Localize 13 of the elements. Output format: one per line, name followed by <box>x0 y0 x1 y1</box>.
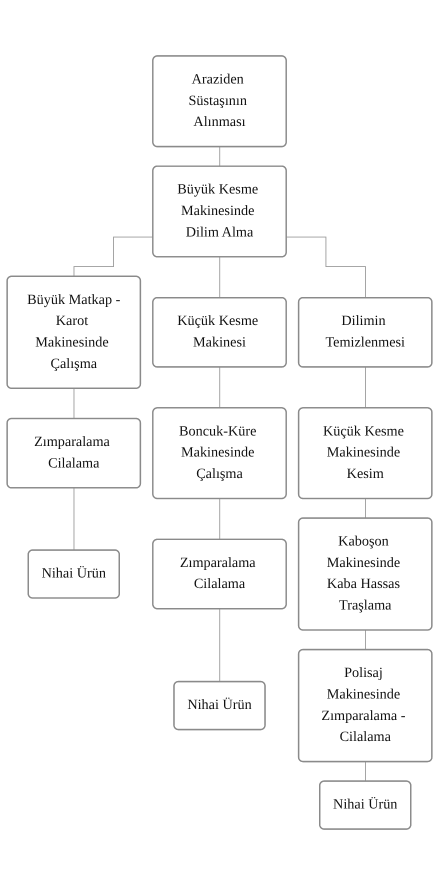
connector <box>219 608 220 682</box>
connector <box>365 762 366 782</box>
connector <box>74 388 75 420</box>
connector <box>219 498 220 540</box>
connector <box>365 366 366 409</box>
connector <box>365 498 366 519</box>
connector <box>219 366 220 409</box>
connector <box>74 488 75 551</box>
connector <box>286 236 366 299</box>
connector <box>219 146 220 168</box>
connector <box>365 630 366 650</box>
connector <box>74 236 154 278</box>
connector <box>219 256 220 299</box>
